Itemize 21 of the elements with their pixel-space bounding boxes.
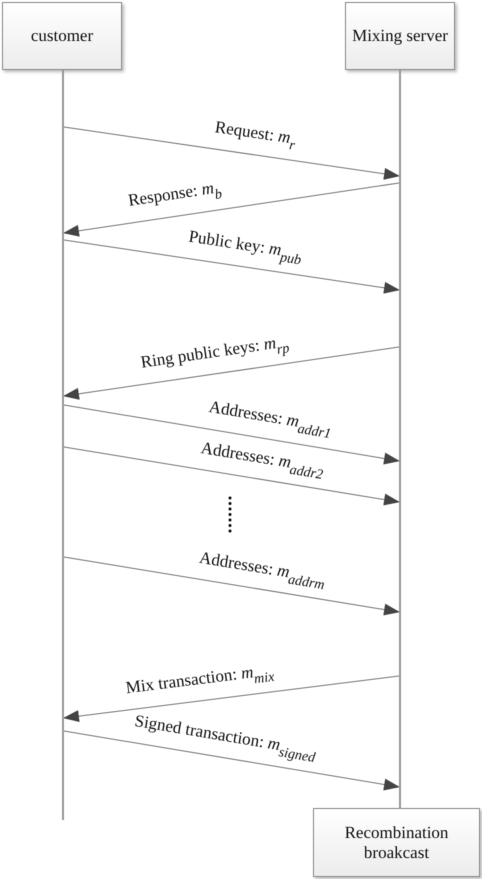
message-arrow (64, 730, 400, 790)
message-arrow (64, 446, 400, 506)
message-arrow (64, 556, 400, 616)
lifeline (399, 70, 401, 808)
message-label: Request: m$_{r}$ (212, 118, 297, 154)
message-arrow (63, 182, 400, 237)
message-label: Signed transaction: m$_{signed}$ (132, 712, 318, 766)
participant-box: Mixing server (345, 2, 455, 70)
participant-box: customer (2, 2, 122, 70)
message-label: Response: m$_{b}$ (127, 178, 223, 212)
message-arrow (63, 346, 400, 400)
message-arrow (64, 126, 400, 180)
message-label: Public key: m$_{pub}$ (186, 228, 304, 268)
message-arrow (64, 240, 400, 294)
message-arrow (63, 676, 400, 722)
lifeline (62, 70, 64, 820)
message-label: Addresses: m$_{addrm}$ (197, 548, 326, 593)
participant-box: Recombination broakcast (313, 808, 480, 877)
message-label: Ring public keys: m$_{rp}$ (140, 332, 290, 374)
message-arrow (64, 404, 400, 464)
message-label: Mix transaction: m$_{mix}$ (124, 661, 276, 700)
